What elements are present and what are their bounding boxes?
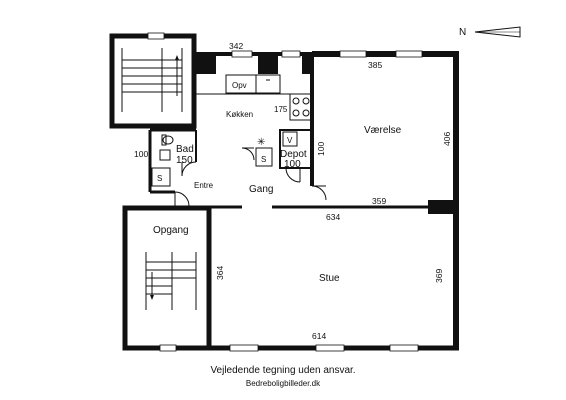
closet-label-v: V	[287, 136, 293, 145]
room-label-entre: Entre	[194, 181, 214, 190]
dim-364: 364	[215, 266, 225, 280]
dim-369: 369	[434, 269, 444, 283]
stove-icon	[289, 93, 313, 121]
room-label-opgang: Opgang	[153, 225, 189, 236]
room-label-vaerelse: Værelse	[364, 125, 402, 136]
stair-steps-upper	[121, 48, 183, 112]
kitchen-fixtures: Opv Køkken 175	[225, 74, 313, 121]
windows	[229, 50, 423, 352]
dim-100-left: 100	[134, 149, 148, 159]
closet-label-s-kitchen: S	[261, 155, 266, 164]
room-label-gang: Gang	[249, 184, 273, 195]
doors	[174, 147, 327, 207]
dim-385: 385	[368, 60, 382, 70]
dim-100-depot: 100	[316, 142, 326, 156]
bad-size: 150	[176, 155, 193, 166]
room-label-kokken: Køkken	[226, 110, 253, 119]
room-label-depot: Depot	[280, 149, 307, 160]
sink-icon	[255, 74, 281, 94]
bathroom: Bad 150	[159, 134, 194, 166]
dim-406: 406	[442, 132, 452, 146]
dim-359: 359	[372, 196, 386, 206]
upper-stairwell	[109, 32, 197, 129]
dim-634: 634	[326, 212, 340, 222]
lower-stairwell: Opgang	[122, 205, 212, 352]
closet-label-s-entre: S	[157, 174, 162, 183]
utility-closets: S ✳ V S	[151, 131, 298, 187]
room-label-stue: Stue	[319, 273, 340, 284]
dim-175: 175	[274, 105, 288, 114]
room-label-bad: Bad	[176, 144, 194, 155]
meter-icon: ✳	[257, 137, 265, 148]
disclaimer-text: Vejledende tegning uden ansvar.	[210, 365, 355, 376]
toilet-icon	[162, 135, 174, 145]
compass: N	[459, 26, 521, 38]
credit-text: Bedreboligbilleder.dk	[246, 379, 321, 388]
compass-label: N	[459, 27, 466, 38]
depot-size: 100	[284, 159, 301, 170]
opv-label: Opv	[232, 81, 247, 90]
dim-342: 342	[229, 41, 243, 51]
dimensions: 342 385 406 100 100 634 359 364 369 614	[134, 41, 452, 341]
stair-steps-lower	[145, 252, 197, 310]
dim-614: 614	[312, 331, 326, 341]
